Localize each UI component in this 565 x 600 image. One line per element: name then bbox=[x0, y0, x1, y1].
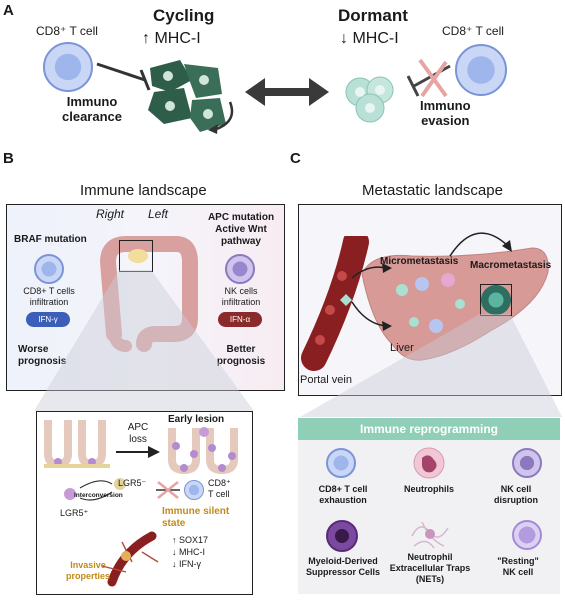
immuno-clearance: Immuno clearance bbox=[62, 94, 122, 124]
worse-prognosis: Worse prognosis bbox=[18, 344, 67, 367]
marker-mhc: ↓ MHC-I bbox=[172, 547, 205, 557]
cycle-arrow-icon bbox=[208, 101, 234, 134]
macrometastasis: Macrometastasis bbox=[470, 260, 552, 271]
cell-label-cd8-exhaustion: CD8+ T cell exhaustion bbox=[318, 484, 368, 505]
panel-b-title: Immune landscape bbox=[80, 182, 207, 199]
cd8-exhaustion-icon bbox=[326, 448, 356, 478]
blocked-inhibition-icon bbox=[406, 58, 451, 98]
cd8-t-cell-right-icon bbox=[455, 44, 507, 96]
down-arrow-icon: ↓ bbox=[340, 30, 348, 47]
crypt-normal-icon bbox=[44, 420, 110, 469]
panel-c-title: Metastatic landscape bbox=[362, 182, 503, 199]
immune-reprogramming-title: Immune reprogramming bbox=[298, 418, 560, 440]
panel-label-b: B bbox=[3, 150, 14, 167]
cycling-tumor-cells-icon bbox=[148, 60, 226, 132]
nets-icon bbox=[411, 521, 449, 549]
cycling-mhc: MHC-I bbox=[154, 30, 201, 47]
liver-label: Liver bbox=[390, 342, 414, 354]
lgr5-plus: LGR5⁺ bbox=[60, 508, 89, 518]
dormant-title: Dormant bbox=[338, 6, 408, 25]
portal-vein-label: Portal vein bbox=[300, 374, 352, 386]
inhibition-arrow-left bbox=[96, 62, 151, 91]
apc-mutation: APC mutation Active Wnt pathway bbox=[207, 212, 275, 247]
cd8-label-right: CD8⁺ T cell bbox=[442, 24, 504, 38]
liver-icon bbox=[361, 247, 549, 361]
progression-arrow-icon bbox=[116, 446, 160, 458]
crypt-lesion-icon bbox=[168, 427, 238, 474]
ifn-gamma-badge: IFN-γ bbox=[26, 312, 70, 327]
ifn-alpha-badge: IFN-α bbox=[218, 312, 262, 327]
resting-nk-icon bbox=[512, 520, 542, 550]
colon-icon bbox=[99, 236, 198, 352]
cd8-t-cell-inset-icon bbox=[184, 480, 204, 500]
cycling-mhc-row: ↑ MHC-I bbox=[142, 30, 201, 48]
nk-cell-b-icon bbox=[225, 254, 255, 284]
interconversion: Interconversion bbox=[74, 492, 123, 499]
dormant-mhc-row: ↓ MHC-I bbox=[340, 30, 399, 48]
mdsc-icon bbox=[326, 520, 358, 552]
vein-to-liver-arrows-icon bbox=[351, 263, 392, 331]
immune-silent-state: Immune silent state bbox=[162, 506, 230, 529]
cd8-inset-label: CD8⁺ T cell bbox=[208, 478, 231, 499]
macro-zoom-box bbox=[480, 284, 512, 316]
dormant-mhc: MHC-I bbox=[352, 30, 399, 47]
marker-sox17: ↑ SOX17 bbox=[172, 535, 209, 545]
neutrophil-icon bbox=[413, 447, 445, 479]
cell-label-neutrophils: Neutrophils bbox=[403, 484, 454, 494]
double-arrow-icon bbox=[245, 78, 329, 106]
immune-reprogramming-box: Immune reprogramming bbox=[298, 418, 560, 594]
cell-label-mdsc: Myeloid-Derived Suppressor Cells bbox=[305, 556, 381, 577]
cycling-title: Cycling bbox=[153, 6, 215, 25]
panel-label-a: A bbox=[3, 2, 14, 19]
early-lesion-inset bbox=[36, 411, 253, 595]
portal-vein-icon bbox=[301, 236, 369, 371]
cd8-t-cell-left-icon bbox=[43, 42, 93, 92]
colon-zoom-box bbox=[119, 240, 153, 272]
zoom-projection-b bbox=[34, 270, 254, 411]
cell-label-resting-nk: "Resting" NK cell bbox=[497, 556, 539, 577]
up-arrow-icon: ↑ bbox=[142, 30, 150, 47]
zoom-projection-c bbox=[300, 314, 562, 417]
micro-to-macro-arrow-icon bbox=[449, 232, 512, 257]
lgr5-cells-icon bbox=[64, 478, 126, 501]
panel-label-c: C bbox=[290, 150, 301, 167]
right-colon-label: Right bbox=[96, 207, 125, 221]
apc-loss: APC loss bbox=[127, 422, 149, 445]
micrometastasis: Micrometastasis bbox=[380, 256, 459, 267]
marker-ifn: ↓ IFN-γ bbox=[172, 559, 201, 569]
better-prognosis: Better prognosis bbox=[216, 344, 266, 367]
cd8-t-cell-b-icon bbox=[34, 254, 64, 284]
left-colon-label: Left bbox=[148, 207, 169, 221]
lgr5-minus: LGR5⁻ bbox=[118, 478, 147, 488]
cell-label-nk-disruption: NK cell disruption bbox=[494, 484, 538, 505]
nk-disruption-icon bbox=[512, 448, 542, 478]
nk-infiltration: NK cells infiltration bbox=[221, 286, 261, 307]
cd8-infiltration: CD8+ T cells infiltration bbox=[23, 286, 75, 307]
invasive-properties: Invasive properties bbox=[65, 560, 110, 581]
cd8-label-left: CD8⁺ T cell bbox=[36, 24, 98, 38]
immune-landscape-box bbox=[6, 204, 285, 391]
braf-mutation: BRAF mutation bbox=[14, 234, 87, 245]
blocked-cd8-icon bbox=[156, 481, 180, 499]
cell-label-nets: Neutrophil Extracellular Traps (NETs) bbox=[389, 552, 471, 584]
dormant-tumor-cells-icon bbox=[345, 76, 394, 123]
invasive-vessel-icon bbox=[101, 531, 159, 587]
early-lesion-label: Early lesion bbox=[168, 414, 225, 425]
immuno-evasion: Immuno evasion bbox=[420, 98, 471, 128]
marker-list: ↑ SOX17 ↓ MHC-I ↓ IFN-γ bbox=[172, 534, 208, 570]
